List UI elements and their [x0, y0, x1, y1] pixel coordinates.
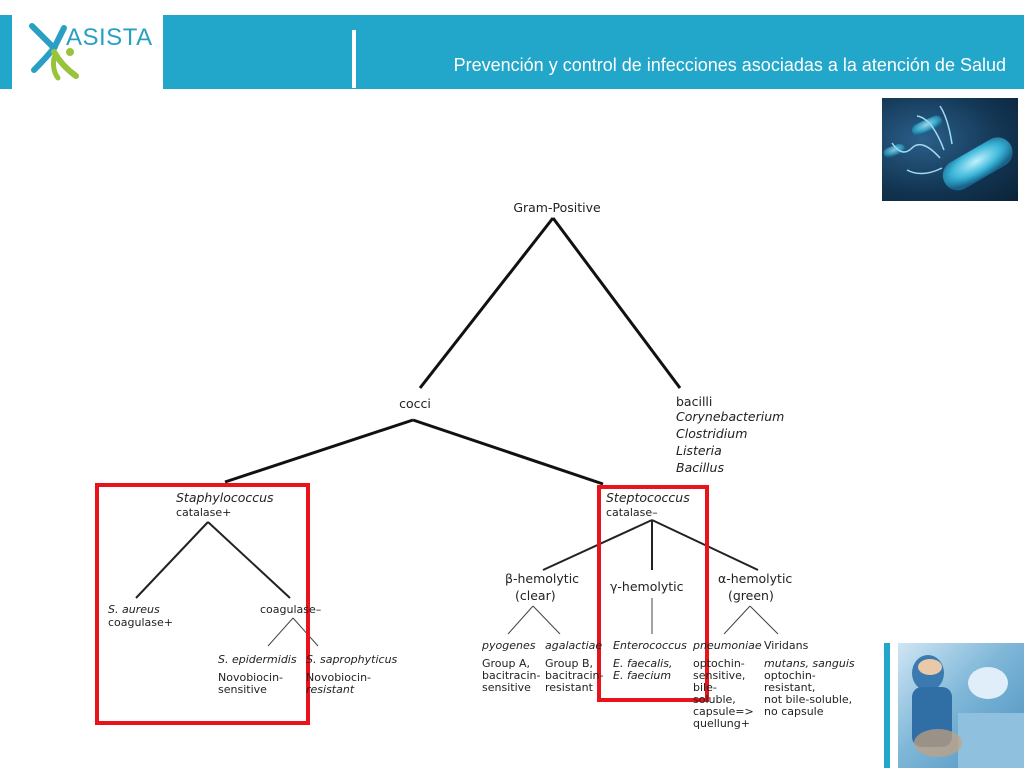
saprophyticus-test: Novobiocin-	[306, 671, 371, 684]
epidermidis-test: Novobiocin-	[218, 671, 283, 684]
viridans-line: optochin-	[764, 669, 816, 682]
bacilli-label: bacilli	[676, 394, 712, 409]
bacteria-icon	[883, 105, 1013, 191]
pneumoniae-line: optochin-	[693, 657, 745, 670]
entero-name: Enterococcus	[613, 639, 687, 652]
viridans-line: no capsule	[764, 705, 824, 718]
tree-branches	[224, 217, 682, 486]
entero-line: E. faecalis,	[613, 657, 672, 670]
aureus-name: S. aureus	[108, 603, 160, 616]
staph-highlight-box	[95, 483, 310, 725]
agalactiae-line: resistant	[545, 681, 594, 694]
surgery-stripe	[884, 643, 890, 768]
pneumoniae-line: quellung+	[693, 717, 750, 730]
edge-beta-pyogenes	[507, 605, 534, 635]
root-label: Gram-Positive	[513, 200, 601, 215]
pneumoniae-line: sensitive,	[693, 669, 745, 682]
pyogenes-line: Group A,	[482, 657, 530, 670]
banner-divider	[352, 30, 356, 88]
agalactiae-line: bacitracin-	[545, 669, 603, 682]
strep-highlight-box	[597, 485, 709, 702]
edge-alpha-pneumoniae	[723, 605, 751, 635]
bacteria-image	[882, 98, 1018, 201]
header-left-stripe	[0, 15, 12, 89]
saprophyticus-name: S. saprophyticus	[306, 653, 398, 666]
viridans-line: not bile-soluble,	[764, 693, 852, 706]
epidermidis-result: sensitive	[218, 683, 267, 696]
epidermidis-name: S. epidermidis	[218, 653, 297, 666]
aureus-coagulase: coagulase+	[108, 616, 173, 629]
edge-cocci-staph	[224, 418, 414, 484]
beta-sub: (clear)	[515, 588, 556, 603]
edge-root-cocci	[418, 217, 555, 389]
surgery-icon	[912, 655, 1024, 768]
saprophyticus-result: resistant	[306, 683, 355, 696]
edge-cocci-strep	[412, 418, 604, 486]
gamma-label: γ-hemolytic	[610, 579, 684, 594]
header-banner: Prevención y control de infecciones asoc…	[163, 15, 1024, 89]
bacilli-item: Corynebacterium	[676, 409, 784, 424]
pyogenes-line: bacitracin-	[482, 669, 540, 682]
alpha-label: α-hemolytic	[718, 571, 792, 586]
edge-coagneg-saprophyticus	[292, 617, 319, 647]
viridans-line: mutans, sanguis	[764, 657, 855, 670]
strep-name: Steptococcus	[606, 490, 690, 505]
page-title: Prevención y control de infecciones asoc…	[453, 55, 1006, 75]
bacilli-item: Clostridium	[676, 426, 747, 441]
pneumoniae-name: pneumoniae	[692, 639, 762, 652]
strep-catalase: catalase–	[606, 506, 658, 519]
viridans-name: Viridans	[764, 639, 809, 652]
alpha-sub: (green)	[728, 588, 774, 603]
edge-coagneg-epidermidis	[267, 617, 294, 647]
pyogenes-line: sensitive	[482, 681, 531, 694]
asista-logo-icon	[29, 23, 79, 81]
pneumoniae-line: soluble,	[693, 693, 736, 706]
tree-branches-leaf	[267, 598, 779, 647]
staph-name: Staphylococcus	[176, 490, 274, 505]
edge-beta-agalactiae	[532, 605, 561, 635]
viridans-line: resistant,	[764, 681, 815, 694]
edge-root-bacilli	[551, 217, 682, 389]
staph-catalase: catalase+	[176, 506, 231, 519]
surgery-image	[898, 643, 1024, 768]
edge-staph-aureus	[135, 521, 209, 599]
agalactiae-name: agalactiae	[545, 639, 602, 652]
entero-line: E. faecium	[613, 669, 671, 682]
cocci-label: cocci	[399, 396, 431, 411]
edge-alpha-viridans	[749, 605, 779, 635]
beta-label: β-hemolytic	[505, 571, 579, 586]
bacilli-item: Listeria	[676, 443, 722, 458]
pneumoniae-line: capsule=>	[693, 705, 754, 718]
agalactiae-line: Group B,	[545, 657, 593, 670]
pneumoniae-line: bile-	[693, 681, 717, 694]
bacilli-item: Bacillus	[676, 460, 724, 475]
logo-text: ASISTA	[66, 24, 153, 51]
pyogenes-name: pyogenes	[481, 639, 536, 652]
edge-staph-coagneg	[207, 521, 291, 599]
coagulase-negative: coagulase–	[260, 603, 321, 616]
